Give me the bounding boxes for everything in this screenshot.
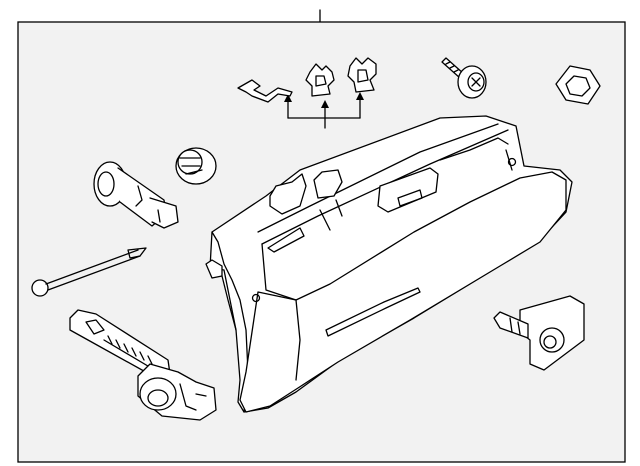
striker [493, 295, 585, 371]
clip-b [347, 57, 377, 93]
clip-callout [284, 92, 364, 129]
pin [31, 247, 147, 297]
glove-box-assembly [205, 115, 573, 413]
clip-a [305, 63, 335, 97]
screw [441, 57, 487, 99]
latch-assembly [69, 309, 217, 421]
nut [555, 65, 601, 105]
bumper [175, 147, 217, 185]
damper [93, 161, 179, 229]
retaining-clip [237, 79, 293, 103]
